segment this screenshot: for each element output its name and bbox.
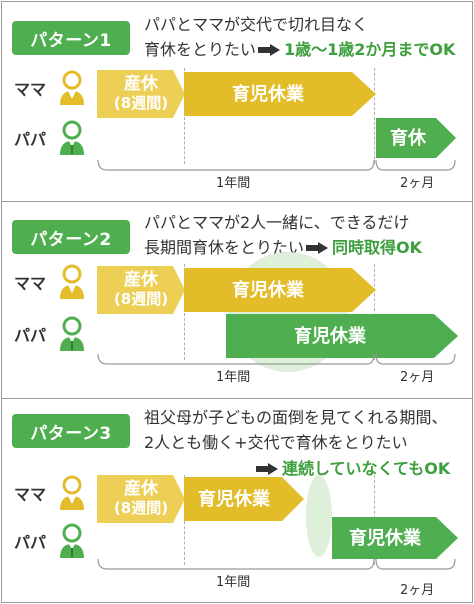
mama-label: ママ [14, 80, 47, 99]
pattern-1-panel: パターン1 パパとママが交代で切れ目なく 育休をとりたい 1歳〜1歳2か月までOK… [2, 2, 472, 202]
right-arrow-icon [306, 236, 329, 254]
papa-childcare-leave-bar: 育児休業 [226, 314, 458, 358]
mama-childcare-leave-bar: 育児休業 [184, 477, 304, 521]
pattern-3-description: 祖父母が子どもの面倒を見てくれる期間、 2人とも働く+交代で育休をとりたい [144, 405, 448, 455]
pattern-2-panel: パターン2 パパとママが2人一緒に、できるだけ 長期間育休をとりたい 同時取得OK… [2, 202, 472, 398]
mama-icon [60, 70, 84, 105]
childcare-leave-label: 育児休業 [198, 488, 270, 510]
pattern-3-papa: パパ [14, 523, 88, 559]
childcare-leave-label: 育児休業 [232, 83, 304, 105]
one-year-label: 1年間 [216, 575, 251, 590]
papa-label: パパ [14, 533, 47, 552]
papa-label: パパ [14, 130, 47, 149]
pattern-2-badge: パターン2 [12, 220, 130, 254]
one-year-label: 1年間 [216, 370, 251, 385]
pattern-3-desc-line2: 2人とも働く+交代で育休をとりたい [144, 433, 408, 452]
papa-leave-label: 育休 [390, 127, 426, 149]
pattern-2-papa: パパ [14, 316, 88, 352]
pattern-1-desc-line1: パパとママが交代で切れ目なく [144, 15, 369, 34]
one-year-label: 1年間 [216, 176, 251, 191]
right-arrow-icon [256, 460, 278, 475]
pattern-3-badge: パターン3 [12, 414, 130, 448]
guide-line [374, 68, 375, 164]
papa-label: パパ [14, 326, 47, 345]
mama-icon [60, 264, 84, 299]
pattern-1-papa: パパ [14, 120, 88, 156]
papa-icon [60, 316, 84, 351]
maternity-leave-label: 産休 [124, 270, 158, 290]
mama-childcare-leave-bar: 育児休業 [184, 72, 376, 116]
pattern-2-mama: ママ [14, 264, 88, 300]
pattern-3-result-row: 連続していなくてもOK [254, 455, 450, 479]
gap-highlight [306, 475, 332, 557]
pattern-1-description: パパとママが交代で切れ目なく 育休をとりたい 1歳〜1歳2か月までOK [144, 12, 455, 62]
maternity-leave-duration: (8週間) [113, 499, 169, 517]
mama-label: ママ [14, 274, 47, 293]
papa-childcare-leave-bar: 育休 [376, 118, 456, 158]
maternity-leave-bar: 産休(8週間) [97, 266, 185, 314]
pattern-1-desc-line2-text: 育休をとりたい [144, 40, 257, 59]
pattern-1-result: 1歳〜1歳2か月までOK [284, 40, 456, 59]
papa-icon [60, 120, 84, 155]
pattern-1-mama: ママ [14, 70, 88, 106]
pattern-2-result: 同時取得OK [332, 238, 423, 257]
timeline-bracket [97, 354, 456, 365]
maternity-leave-bar: 産休(8週間) [97, 70, 185, 118]
maternity-leave-duration: (8週間) [113, 94, 169, 112]
maternity-leave-bar: 産休(8週間) [97, 475, 185, 523]
panel-divider [2, 398, 472, 399]
pattern-3-mama: ママ [14, 475, 88, 511]
timeline-bracket [97, 559, 456, 570]
mama-icon [60, 475, 84, 510]
pattern-3-panel: パターン3 祖父母が子どもの面倒を見てくれる期間、 2人とも働く+交代で育休をと… [2, 399, 472, 604]
guide-line [184, 264, 185, 360]
guide-line [374, 264, 375, 360]
guide-line [184, 68, 185, 164]
pattern-2-description: パパとママが2人一緒に、できるだけ 長期間育休をとりたい 同時取得OK [144, 210, 422, 260]
childcare-leave-label: 育児休業 [294, 325, 366, 347]
two-months-label: 2ヶ月 [400, 370, 435, 385]
two-months-label: 2ヶ月 [400, 176, 435, 191]
pattern-2-desc-line1: パパとママが2人一緒に、できるだけ [144, 213, 410, 232]
papa-childcare-leave-bar: 育児休業 [332, 517, 458, 559]
pattern-2-desc-line2: 長期間育休をとりたい 同時取得OK [144, 235, 422, 260]
pattern-3-desc-line1: 祖父母が子どもの面倒を見てくれる期間、 [144, 408, 448, 427]
pattern-3-result: 連続していなくてもOK [282, 459, 451, 478]
pattern-1-desc-line2: 育休をとりたい 1歳〜1歳2か月までOK [144, 37, 455, 62]
maternity-leave-duration: (8週間) [113, 290, 169, 308]
childcare-leave-label: 育児休業 [232, 279, 304, 301]
pattern-2-desc-line2-text: 長期間育休をとりたい [144, 238, 305, 257]
maternity-leave-label: 産休 [124, 74, 158, 94]
pattern-1-badge: パターン1 [12, 21, 130, 55]
two-months-label: 2ヶ月 [400, 583, 435, 598]
timeline-bracket [97, 160, 456, 171]
panel-divider [2, 201, 472, 202]
mama-childcare-leave-bar: 育児休業 [184, 268, 376, 312]
mama-label: ママ [14, 485, 47, 504]
right-arrow-icon [258, 38, 281, 56]
papa-icon [60, 523, 84, 558]
childcare-leave-label: 育児休業 [349, 527, 421, 549]
maternity-leave-label: 産休 [124, 479, 158, 499]
